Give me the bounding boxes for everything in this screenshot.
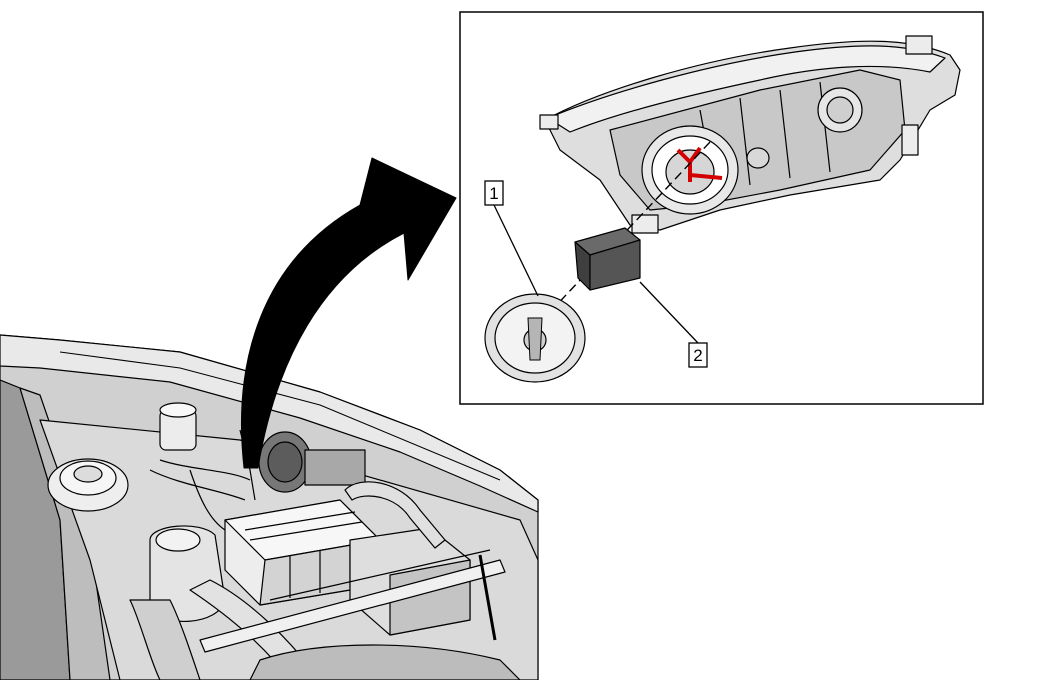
callout-1-label: 1 — [489, 184, 498, 203]
callout-1: 1 — [484, 180, 504, 206]
headlamp-assembly-illustration — [539, 35, 961, 234]
callout-1-box — [484, 180, 504, 206]
leader-line-1 — [493, 204, 539, 297]
curved-pointer-arrow — [241, 157, 457, 469]
engine-bay-illustration — [0, 334, 539, 680]
part-2-block — [574, 227, 641, 291]
callout-2-box — [688, 342, 708, 368]
assembly-axis-line — [549, 141, 711, 313]
callout-2-label: 2 — [693, 346, 702, 365]
leader-line-2 — [639, 281, 699, 344]
callout-2: 2 — [688, 342, 708, 368]
part-1-cover — [484, 293, 586, 383]
